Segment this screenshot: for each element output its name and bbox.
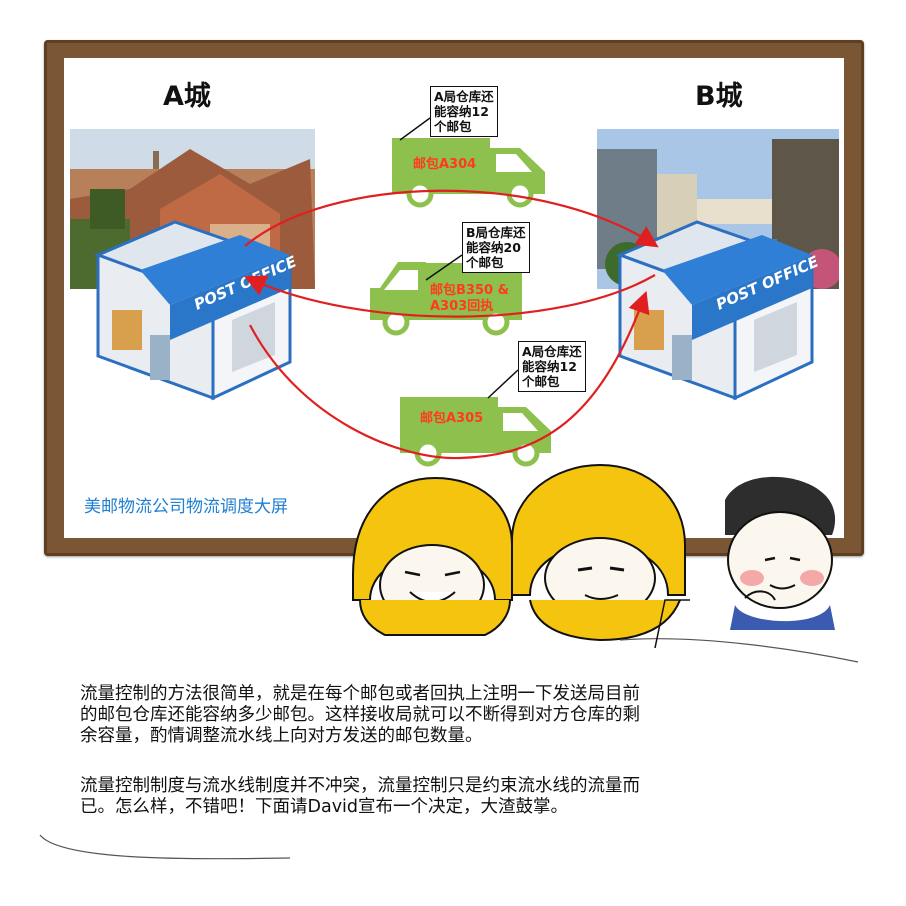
note-line: 个邮包 <box>466 255 504 270</box>
city-b-label: B城 <box>695 81 743 112</box>
paragraph-line: 余容量，酌情调整流水线上向对方发送的邮包数量。 <box>80 726 483 746</box>
note-line: 能容纳12 <box>522 359 577 374</box>
note-line: B局仓库还 <box>466 225 526 240</box>
david-character <box>725 476 836 630</box>
sketch-line-bottom <box>39 834 291 860</box>
note-1-pointer <box>399 117 431 141</box>
post-office-b <box>615 220 817 401</box>
truck-2-label-line: A303回执 <box>430 299 494 314</box>
arrow-b-to-a <box>244 274 656 318</box>
note-line: 个邮包 <box>522 374 560 389</box>
note-line: 能容纳12 <box>434 104 489 119</box>
city-a-label: A城 <box>163 81 211 112</box>
note-2-pointer <box>425 254 463 281</box>
arrow-a-to-b-top <box>244 189 659 248</box>
paragraph-line: 流量控制制度与流水线制度并不冲突，流量控制只是约束流水线的流量而 <box>80 776 640 796</box>
board-caption: 美邮物流公司物流调度大屏 <box>84 497 288 517</box>
truck-2-label: 邮包B350 & A303回执 <box>430 283 509 315</box>
post-office-a <box>93 220 295 401</box>
courier-smug <box>511 463 686 642</box>
note-truck-1: A局仓库还 能容纳12 个邮包 <box>430 86 498 137</box>
truck-1 <box>392 138 545 208</box>
paragraph-1: 流量控制的方法很简单，就是在每个邮包或者回执上注明一下发送局目前 的邮包仓库还能… <box>80 684 840 747</box>
david-arm-sketch <box>654 599 690 649</box>
note-line: 个邮包 <box>434 119 472 134</box>
paragraph-line: 的邮包仓库还能容纳多少邮包。这样接收局就可以不断得到对方仓库的剩 <box>80 705 640 725</box>
note-line: 能容纳20 <box>466 240 521 255</box>
note-line: A局仓库还 <box>434 89 494 104</box>
note-3-pointer <box>487 369 519 399</box>
arrow-a-to-b-bottom <box>249 290 650 460</box>
sketch-line-top <box>619 638 859 663</box>
truck-1-label: 邮包A304 <box>413 157 477 172</box>
paragraph-line: 流量控制的方法很简单，就是在每个邮包或者回执上注明一下发送局目前 <box>80 684 640 704</box>
paragraph-2: 流量控制制度与流水线制度并不冲突，流量控制只是约束流水线的流量而 已。怎么样，不… <box>80 776 840 818</box>
note-line: A局仓库还 <box>522 344 582 359</box>
truck-3-label: 邮包A305 <box>420 411 484 426</box>
paragraph-line: 已。怎么样，不错吧！下面请David宣布一个决定，大渣鼓掌。 <box>80 797 569 817</box>
note-truck-3: A局仓库还 能容纳12 个邮包 <box>518 341 586 392</box>
courier-laughing <box>351 476 513 636</box>
note-truck-2: B局仓库还 能容纳20 个邮包 <box>462 222 530 273</box>
truck-2-label-line: 邮包B350 & <box>430 283 509 298</box>
